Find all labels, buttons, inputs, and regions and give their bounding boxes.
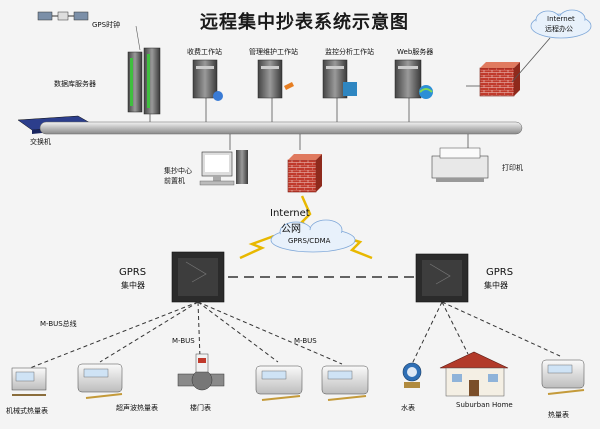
heat-meter-icon bbox=[541, 359, 585, 395]
center-label-2: 前置机 bbox=[164, 177, 185, 185]
ultrasonic-meter-2-icon bbox=[255, 365, 303, 401]
concentrator-left-icon bbox=[171, 251, 225, 303]
maintenance-ws-label: 管理维护工作站 bbox=[249, 48, 298, 56]
backbone-links bbox=[149, 98, 469, 150]
printer-icon bbox=[431, 147, 489, 182]
mech-heat-meter-icon bbox=[11, 367, 47, 396]
satellite-icon bbox=[37, 11, 89, 21]
firewall-top-icon bbox=[479, 62, 520, 97]
suburban-home-icon bbox=[439, 351, 509, 397]
ultrasonic-meter-3-icon bbox=[321, 365, 369, 401]
printer-label: 打印机 bbox=[502, 164, 523, 172]
web-server-label: Web服务器 bbox=[397, 48, 434, 56]
ultrasonic-meter-1-icon bbox=[77, 363, 123, 399]
ultra-meter-label: 超声波热量表 bbox=[116, 404, 158, 412]
concentrator-right-icon bbox=[415, 253, 469, 303]
suburban-home-label: Suburban Home bbox=[456, 401, 513, 409]
gps-clock-label: GPS时钟 bbox=[92, 21, 121, 29]
water-meter-icon bbox=[402, 362, 422, 388]
database-server-icon bbox=[127, 25, 161, 115]
mbus-bus-label: M-BUS总线 bbox=[40, 320, 77, 328]
center-label-1: 集抄中心 bbox=[164, 167, 192, 175]
internet-mid-label: Internet bbox=[270, 208, 310, 219]
switch-label: 交换机 bbox=[30, 138, 51, 146]
door-meter-icon bbox=[177, 353, 225, 391]
gprs-cdma-label: GPRS/CDMA bbox=[288, 237, 331, 245]
mech-meter-label: 机械式热量表 bbox=[6, 407, 48, 415]
gprs-cloud-icon bbox=[270, 219, 356, 253]
mbus-links bbox=[29, 276, 561, 369]
concentrator-left-label: 集中器 bbox=[121, 281, 145, 290]
billing-ws-label: 收费工作站 bbox=[187, 48, 222, 56]
mbus-right-label: M-BUS bbox=[294, 337, 317, 345]
firewall-mid-icon bbox=[287, 154, 322, 193]
remote-cloud-icon bbox=[530, 9, 592, 39]
public-net-label: 公网 bbox=[281, 224, 301, 235]
mbus-mid-label: M-BUS bbox=[172, 337, 195, 345]
billing-workstation-icon bbox=[192, 59, 223, 101]
monitor-ws-label: 监控分析工作站 bbox=[325, 48, 374, 56]
gprs-right-label: GPRS bbox=[486, 267, 514, 278]
front-end-pc-icon bbox=[199, 150, 248, 186]
heat-meter-label: 热量表 bbox=[548, 411, 569, 419]
gprs-left-label: GPRS bbox=[119, 267, 147, 278]
monitor-workstation-icon bbox=[322, 59, 357, 99]
database-server-label: 数据库服务器 bbox=[54, 80, 96, 88]
concentrator-right-label: 集中器 bbox=[484, 281, 508, 290]
remote-office-label: 远程办公 bbox=[545, 25, 573, 33]
maintenance-workstation-icon bbox=[257, 59, 294, 99]
water-meter-label: 水表 bbox=[401, 404, 415, 412]
door-meter-label: 楼门表 bbox=[190, 404, 211, 412]
internet-top-label: Internet bbox=[547, 15, 575, 23]
diagram-title: 远程集中抄表系统示意图 bbox=[200, 12, 409, 33]
web-server-icon bbox=[394, 59, 433, 99]
network-backbone bbox=[39, 121, 523, 135]
